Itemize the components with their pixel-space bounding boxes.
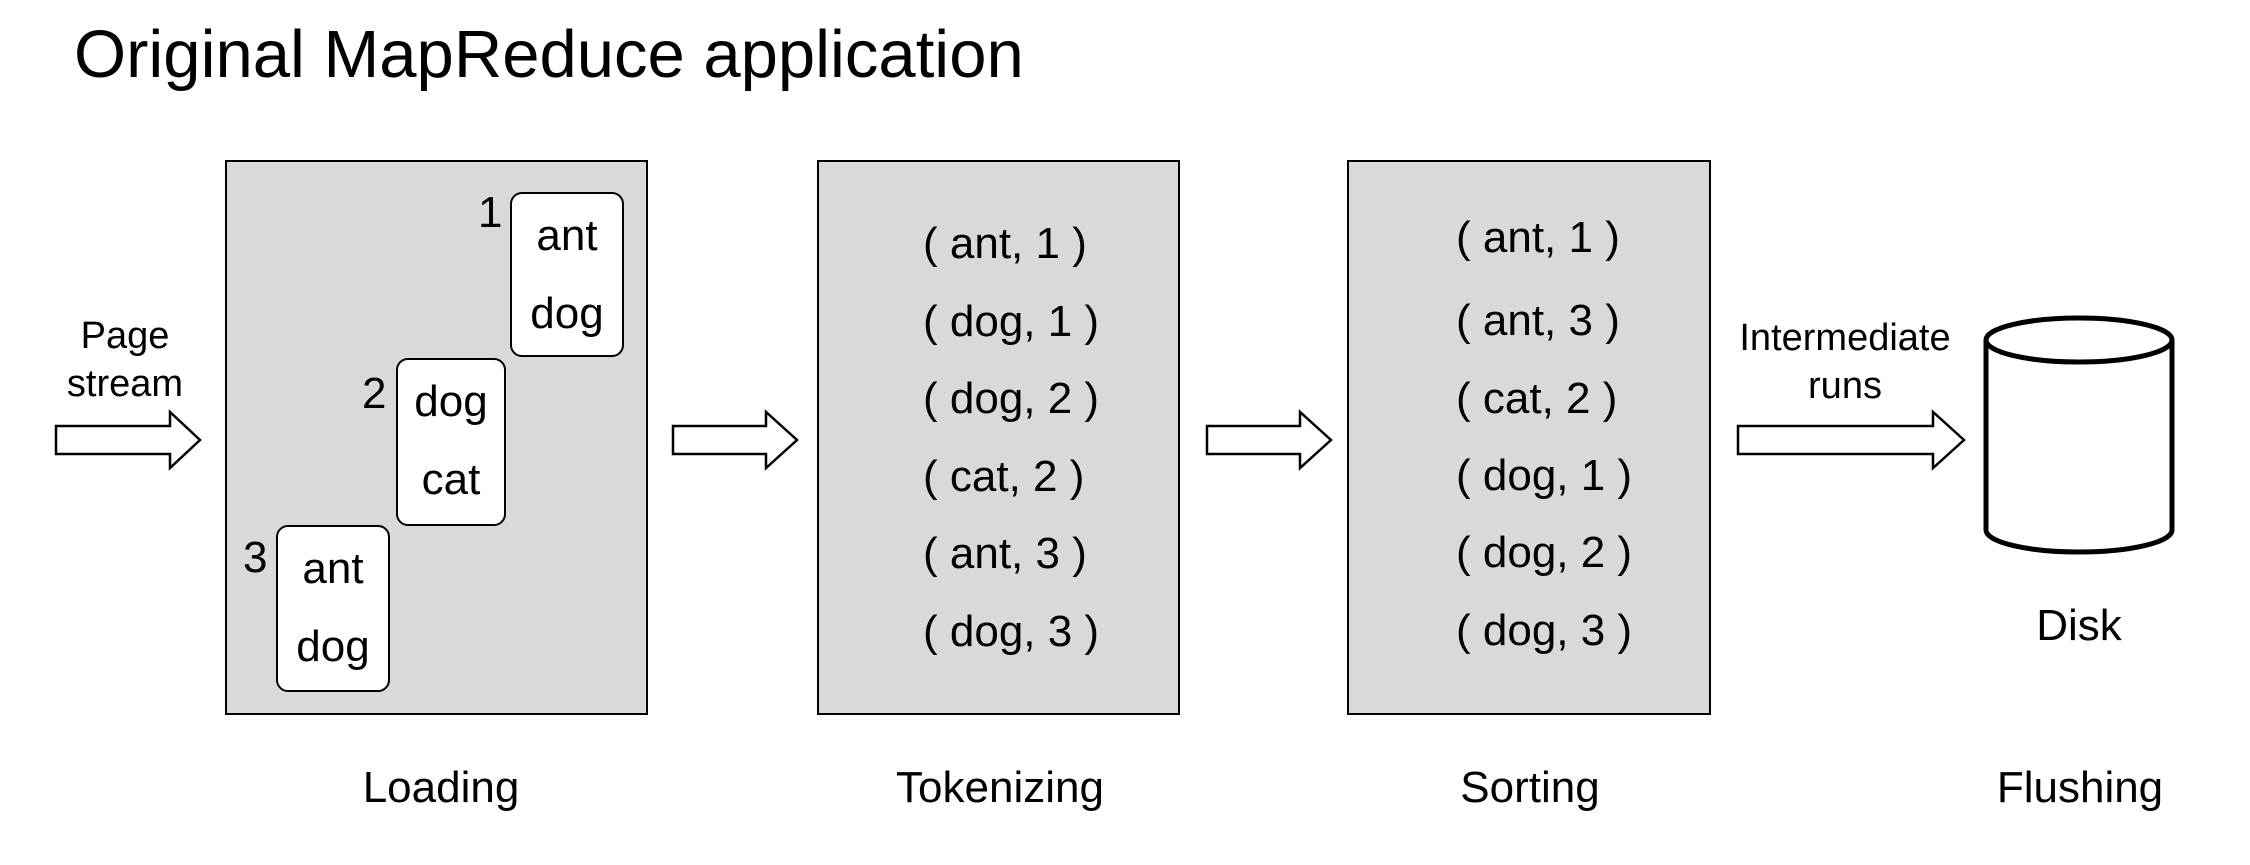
page-card-1: ant dog bbox=[510, 192, 624, 357]
page-card-2: dog cat bbox=[396, 358, 506, 526]
intermediate-runs-label: Intermediate runs bbox=[1720, 314, 1970, 410]
sorting-label: Sorting bbox=[1460, 763, 1600, 812]
disk-label: Disk bbox=[2036, 601, 2122, 650]
tokenizing-label: Tokenizing bbox=[896, 763, 1104, 812]
tokenizing-pair-2: ( dog, 1 ) bbox=[923, 297, 1100, 346]
loading-label: Loading bbox=[362, 763, 520, 812]
sorting-pair-1: ( ant, 1 ) bbox=[1456, 213, 1620, 262]
intermediate-runs-label-line1: Intermediate bbox=[1739, 317, 1951, 359]
page-stream-label-line2: stream bbox=[66, 363, 184, 405]
sorting-pair-3: ( cat, 2 ) bbox=[1456, 374, 1618, 423]
page-3-word-1: ant bbox=[302, 544, 364, 593]
page-number-1: 1 bbox=[478, 188, 503, 237]
sorting-pair-6: ( dog, 3 ) bbox=[1456, 606, 1633, 655]
page-card-3: ant dog bbox=[276, 525, 390, 692]
page-number-2: 2 bbox=[362, 369, 387, 418]
page-2-word-1: dog bbox=[414, 377, 488, 426]
page-stream-label: Page stream bbox=[50, 312, 200, 408]
tokenizing-pair-6: ( dog, 3 ) bbox=[923, 607, 1100, 656]
tokenizing-pair-1: ( ant, 1 ) bbox=[923, 219, 1087, 268]
page-1-word-2: dog bbox=[530, 289, 604, 338]
page-1-word-1: ant bbox=[536, 211, 598, 260]
page-2-word-2: cat bbox=[421, 455, 481, 504]
page-stream-label-line1: Page bbox=[80, 315, 170, 357]
intermediate-runs-label-line2: runs bbox=[1808, 365, 1882, 407]
page-3-word-2: dog bbox=[296, 622, 370, 671]
page-number-3: 3 bbox=[243, 533, 268, 582]
tokenizing-pair-3: ( dog, 2 ) bbox=[923, 374, 1100, 423]
sorting-pair-4: ( dog, 1 ) bbox=[1456, 451, 1633, 500]
flushing-label: Flushing bbox=[1996, 763, 2164, 812]
sorting-pair-2: ( ant, 3 ) bbox=[1456, 296, 1620, 345]
tokenizing-pair-4: ( cat, 2 ) bbox=[923, 452, 1085, 501]
tokenizing-stage-box bbox=[817, 160, 1180, 715]
sorting-stage-box bbox=[1347, 160, 1711, 715]
sorting-pair-5: ( dog, 2 ) bbox=[1456, 528, 1633, 577]
tokenizing-pair-5: ( ant, 3 ) bbox=[923, 529, 1087, 578]
diagram-title: Original MapReduce application bbox=[74, 17, 1024, 92]
